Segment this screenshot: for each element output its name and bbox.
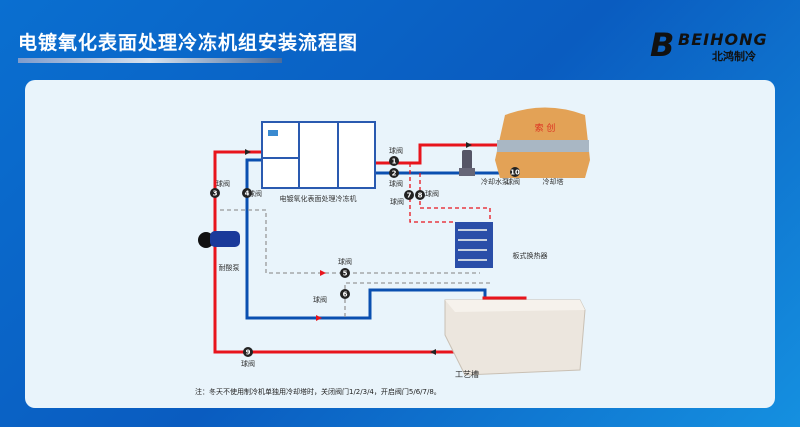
valve-label: 球阀 (506, 177, 520, 186)
valve-number: 3 (213, 190, 218, 198)
valve-number: 8 (418, 192, 423, 200)
valve-number: 2 (392, 170, 397, 178)
bypass-pipe-lower (344, 282, 490, 318)
plate-heat-exchanger (455, 222, 493, 268)
flow-arrow (430, 349, 436, 355)
flow-arrow (245, 149, 251, 155)
valve-label: 球阀 (216, 179, 230, 188)
valve-number: 5 (343, 270, 348, 278)
cooling-pump-icon (459, 150, 475, 176)
valve-label: 球阀 (241, 359, 255, 368)
cooling-tower-label: 冷却塔 (543, 177, 564, 186)
valve-6: 6 球阀 (313, 289, 350, 304)
valve-label: 球阀 (313, 295, 327, 304)
valve-5: 5 球阀 (338, 257, 352, 278)
valve-icon (210, 188, 220, 198)
note-text: 注：冬天不使用制冷机单独用冷却塔时，关闭阀门1/2/3/4，开启阀门5/6/7/… (195, 387, 441, 396)
tower-brand: 索 创 (535, 122, 556, 134)
page-title: 电镀氧化表面处理冷冻机组安装流程图 (18, 32, 359, 54)
valve-2: 2球阀 (389, 168, 403, 188)
valve-label: 球阀 (389, 146, 403, 155)
valve-number: 7 (407, 192, 412, 200)
valve-3: 3 球阀 (210, 179, 230, 198)
beihong-logo: B BEIHONG 北鸿制冷 (650, 26, 768, 64)
valve-number: 10 (510, 169, 520, 177)
valve-icon (242, 188, 252, 198)
flow-arrow (466, 142, 472, 148)
chiller-label: 电镀氧化表面处理冷冻机 (280, 194, 357, 203)
valve-icon (510, 167, 520, 177)
valve-icon (389, 156, 399, 166)
title-underline (18, 58, 282, 63)
valve-label: 球阀 (389, 179, 403, 188)
cooling-pump-label: 冷却水泵 (481, 177, 509, 186)
header: 电镀氧化表面处理冷冻机组安装流程图 B BEIHONG 北鸿制冷 (0, 0, 800, 80)
valve-icon (389, 168, 399, 178)
valve-icon (340, 289, 350, 299)
valve-1: 1 球阀 (389, 146, 403, 166)
flow-arrow (316, 315, 322, 321)
exchanger-pipe-1 (409, 163, 455, 223)
acid-pump-label: 耐酸泵 (219, 263, 240, 272)
valve-label: 球阀 (390, 197, 404, 206)
logo-text: BEIHONG (678, 30, 768, 49)
acid-pump-icon (198, 231, 240, 248)
valve-label: 球阀 (338, 257, 352, 266)
valve-label: 球阀 (425, 189, 439, 198)
valve-label: 球阀 (248, 189, 262, 198)
valve-number: 9 (246, 349, 251, 357)
valve-icon (340, 268, 350, 278)
cold-pipe-left (245, 158, 487, 320)
valve-number: 6 (343, 291, 348, 299)
heat-exchanger-label: 板式换热器 (513, 251, 548, 260)
cooling-tower (495, 107, 590, 178)
flow-arrow (320, 270, 326, 276)
valve-9: 9 球阀 (241, 347, 255, 368)
valve-7: 7球阀 (390, 190, 414, 206)
valve-number: 1 (392, 158, 397, 166)
valve-number: 4 (245, 190, 250, 198)
logo-subtitle: 北鸿制冷 (712, 50, 756, 63)
bypass-pipe-upper (220, 209, 480, 274)
process-tank (444, 299, 586, 376)
valve-icon (404, 190, 414, 200)
valve-4: 4球阀 (242, 188, 262, 198)
chiller-unit (261, 121, 376, 189)
valve-icon (415, 190, 425, 200)
tank-label: 工艺槽 (455, 369, 479, 379)
valve-icon (243, 347, 253, 357)
